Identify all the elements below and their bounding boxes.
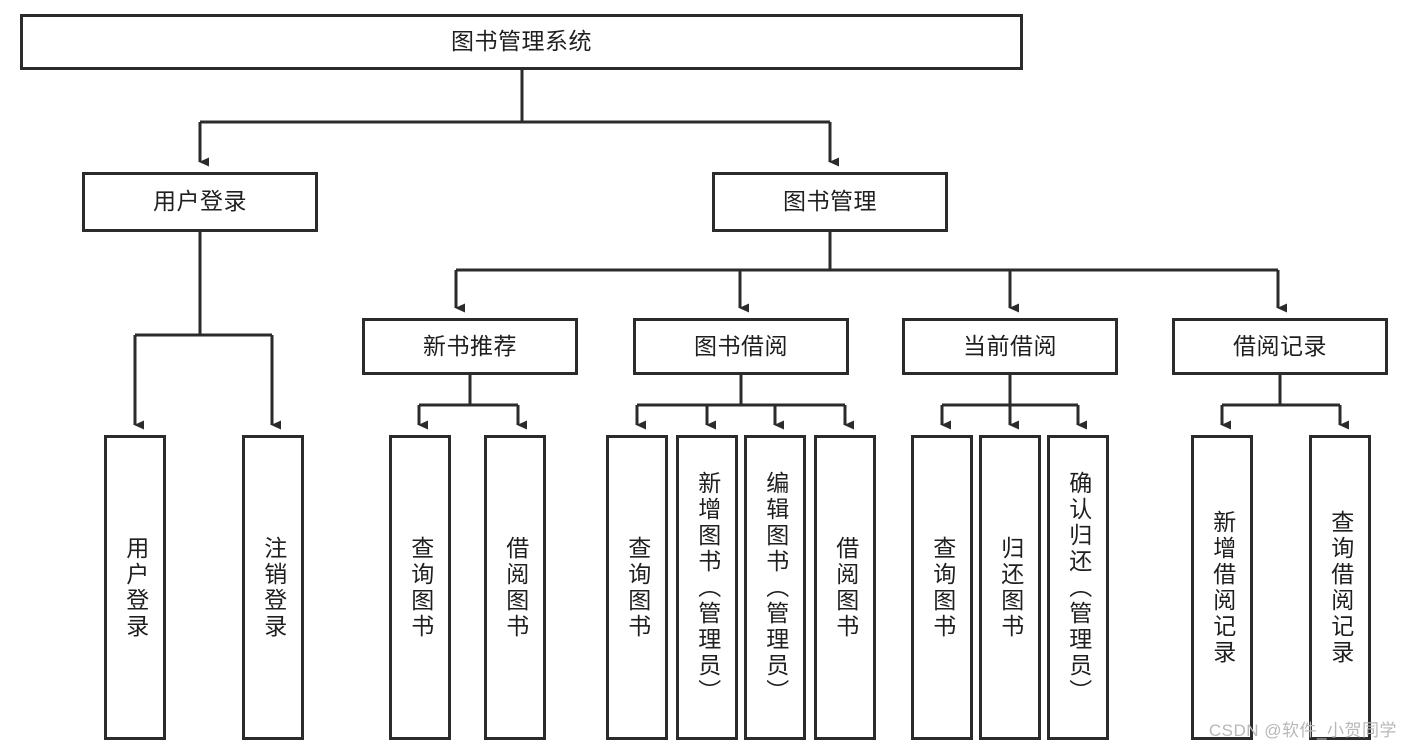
node-leaf-rec-borrow[interactable]: 借阅图书 (484, 435, 546, 740)
node-leaf-bb-borrow[interactable]: 借阅图书 (814, 435, 876, 740)
node-leaf-rec-query[interactable]: 查询图书 (389, 435, 451, 740)
node-root[interactable]: 图书管理系统 (20, 14, 1023, 70)
node-label: 用户登录 (153, 188, 247, 215)
node-label: 当前借阅 (963, 332, 1057, 359)
node-label: 用户登录 (122, 535, 149, 640)
node-leaf-cb-query[interactable]: 查询图书 (911, 435, 973, 740)
node-label: 注销登录 (260, 535, 287, 640)
node-leaf-cb-return[interactable]: 归还图书 (979, 435, 1041, 740)
node-user-login[interactable]: 用户登录 (82, 172, 318, 232)
node-label: 查询借阅记录 (1327, 509, 1354, 666)
node-label: 查询图书 (624, 535, 651, 640)
node-label: 借阅图书 (502, 535, 529, 640)
node-leaf-br-query[interactable]: 查询借阅记录 (1309, 435, 1371, 740)
node-label: 借阅记录 (1233, 332, 1327, 359)
node-current-borrow[interactable]: 当前借阅 (902, 318, 1118, 375)
node-book-borrow[interactable]: 图书借阅 (633, 318, 849, 375)
node-label: 图书管理系统 (451, 28, 592, 55)
node-label: 归还图书 (997, 535, 1024, 640)
node-leaf-cb-confirm[interactable]: 确认归还（管理员） (1047, 435, 1109, 740)
node-borrow-record[interactable]: 借阅记录 (1172, 318, 1388, 375)
node-label: 图书借阅 (694, 332, 788, 359)
node-label: 新增借阅记录 (1209, 509, 1236, 666)
node-leaf-br-add[interactable]: 新增借阅记录 (1191, 435, 1253, 740)
node-leaf-bb-query[interactable]: 查询图书 (606, 435, 668, 740)
node-new-book-rec[interactable]: 新书推荐 (362, 318, 578, 375)
node-leaf-user-login[interactable]: 用户登录 (104, 435, 166, 740)
node-label: 确认归还（管理员） (1065, 470, 1092, 705)
node-book-mgmt[interactable]: 图书管理 (712, 172, 948, 232)
watermark-label: CSDN @软件_小贺同学 (1208, 721, 1397, 740)
node-label: 查询图书 (929, 535, 956, 640)
node-leaf-bb-edit[interactable]: 编辑图书（管理员） (744, 435, 806, 740)
node-label: 借阅图书 (832, 535, 859, 640)
node-label: 新书推荐 (423, 332, 517, 359)
node-leaf-bb-add[interactable]: 新增图书（管理员） (676, 435, 738, 740)
node-leaf-user-logout[interactable]: 注销登录 (242, 435, 304, 740)
node-label: 编辑图书（管理员） (762, 470, 789, 705)
node-label: 新增图书（管理员） (694, 470, 721, 705)
node-label: 查询图书 (407, 535, 434, 640)
node-label: 图书管理 (783, 188, 877, 215)
